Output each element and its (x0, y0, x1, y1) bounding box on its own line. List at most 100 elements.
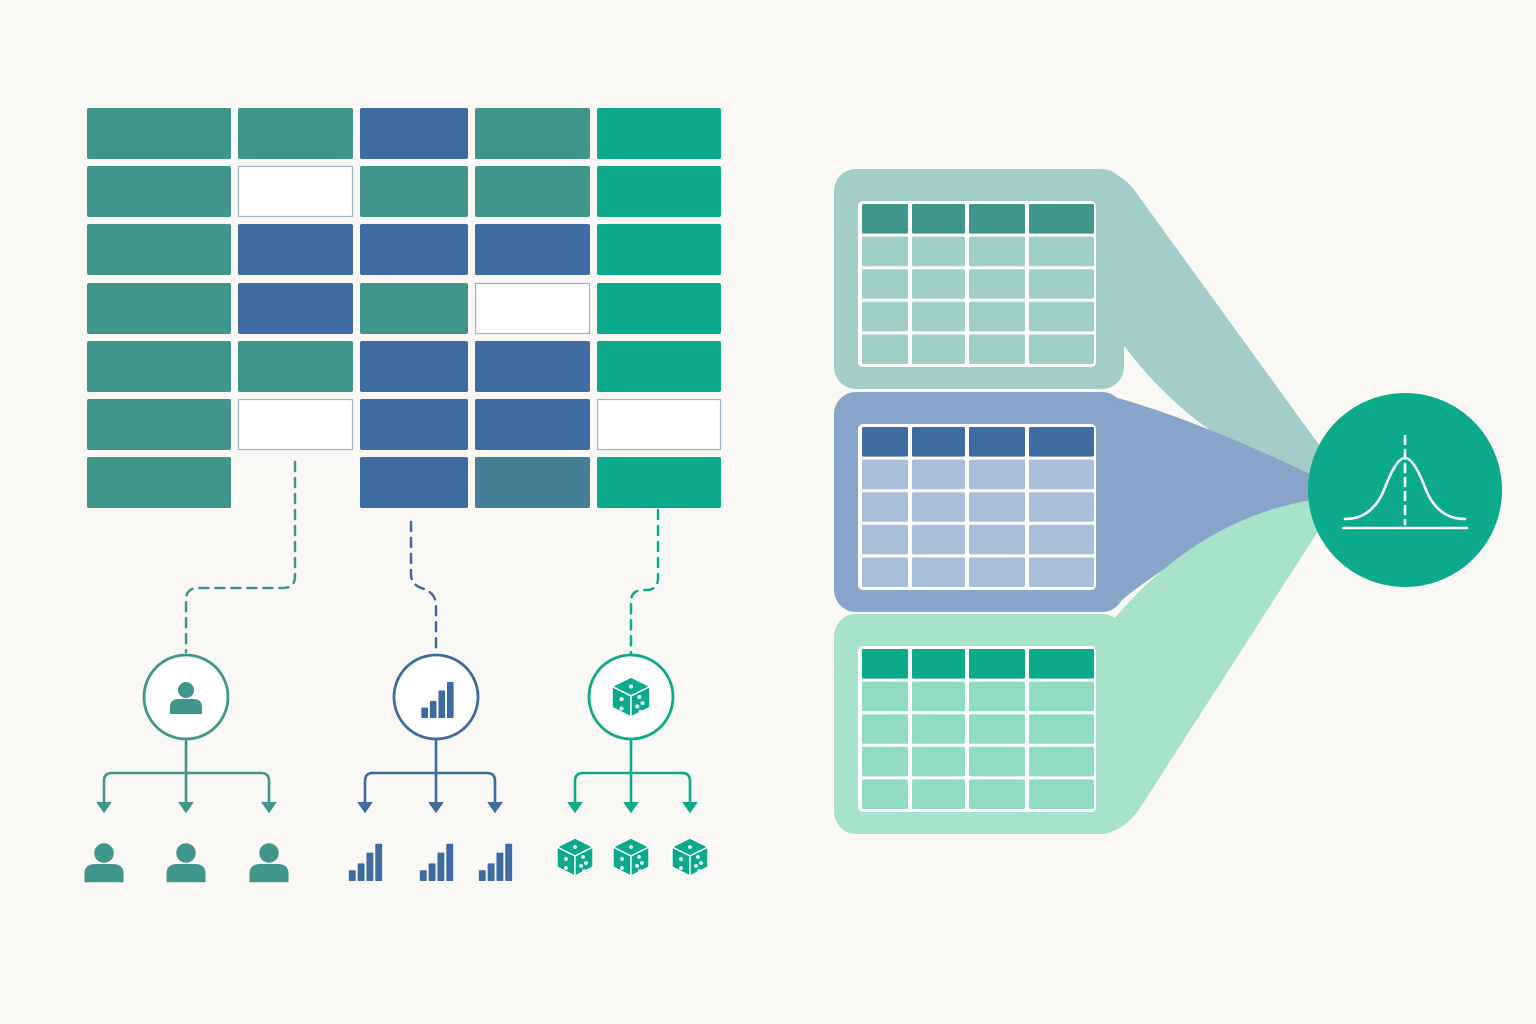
imputed-dataset-teal (834, 169, 1124, 389)
dice-pip (694, 864, 698, 868)
table-cell (969, 492, 1025, 522)
connector-dice (629, 460, 660, 656)
dashed-connectors (184, 460, 660, 656)
dice-pip (619, 697, 624, 702)
dice-pip (564, 866, 568, 870)
table-header-cell (912, 427, 965, 457)
table-cell (1029, 681, 1094, 712)
data-cell (238, 283, 353, 334)
person-body (166, 864, 206, 883)
person-head (94, 843, 114, 863)
connector-person (184, 460, 297, 654)
method-person (84, 653, 289, 883)
table-cell (969, 301, 1025, 332)
person-head (178, 682, 194, 698)
imputed-datasets (834, 169, 1124, 834)
table-cell (1029, 269, 1094, 299)
dice-pip (699, 861, 703, 865)
dice-pip (640, 861, 644, 865)
data-cell (360, 166, 468, 217)
bar-chart-icon (348, 843, 383, 881)
data-cell (360, 457, 468, 508)
table-cell (862, 746, 908, 777)
flow-band-teal (1100, 170, 1330, 478)
table-cell (912, 236, 965, 267)
table-cell (969, 746, 1025, 777)
table-cell (912, 779, 965, 809)
flow-bands (1096, 170, 1330, 834)
data-cell (597, 224, 721, 275)
data-cell (597, 283, 721, 334)
missing-cell (596, 398, 722, 451)
person-head (176, 843, 196, 863)
dice-icon (671, 837, 709, 877)
method-dice (556, 653, 709, 877)
table-cell (1029, 334, 1094, 364)
table-cell (862, 492, 908, 522)
pooled-result (1308, 393, 1502, 587)
arrow-head (567, 801, 583, 814)
bar (437, 852, 445, 881)
arrow-head (357, 801, 373, 814)
person-body (84, 864, 124, 883)
person-head (259, 843, 279, 863)
arrow-head (178, 801, 194, 814)
dice-pip (638, 869, 642, 873)
dice-icon (611, 676, 651, 718)
data-cell (360, 283, 468, 334)
dice-pip (619, 706, 624, 711)
dice-pip (688, 845, 692, 849)
branch-lines (363, 739, 497, 807)
dice-right (630, 685, 651, 718)
data-cell (475, 108, 590, 159)
table-header-cell (1029, 649, 1094, 679)
table-header-cell (912, 204, 965, 234)
table-header-cell (862, 427, 908, 457)
pooled-circle (1308, 393, 1502, 587)
table-cell (1029, 236, 1094, 267)
bar (428, 863, 436, 881)
table-cell (969, 714, 1025, 744)
table-header-cell (969, 204, 1025, 234)
table-cell (1029, 714, 1094, 744)
bar (429, 700, 437, 718)
person-icon (249, 843, 289, 883)
table-header-cell (912, 649, 965, 679)
table-cell (862, 557, 908, 587)
table-header-cell (862, 204, 908, 234)
bar (348, 870, 356, 881)
dice-pip (635, 864, 639, 868)
table-header-cell (969, 427, 1025, 457)
dice-right (574, 846, 594, 877)
dice-pip (629, 845, 633, 849)
flow-band-green (1100, 500, 1324, 834)
arrow-head (487, 801, 503, 814)
data-cell (475, 224, 590, 275)
table-cell (969, 334, 1025, 364)
data-cell (360, 224, 468, 275)
table-cell (1029, 301, 1094, 332)
branch-lines (102, 739, 271, 807)
method-circle (392, 653, 480, 741)
method-bar-chart (348, 653, 513, 881)
dice-icon (612, 837, 650, 877)
branch-bar (573, 771, 692, 807)
dice-pip (584, 861, 588, 865)
data-cell (87, 224, 231, 275)
data-cell (87, 283, 231, 334)
table-cell (912, 269, 965, 299)
table-cell (862, 301, 908, 332)
data-cell (238, 108, 353, 159)
data-cell (475, 341, 590, 392)
table-cell (969, 557, 1025, 587)
person-icon (166, 843, 206, 883)
bar (505, 843, 513, 881)
table-cell (969, 779, 1025, 809)
table-cell (862, 269, 908, 299)
data-cell (238, 341, 353, 392)
person-icon (170, 682, 202, 714)
dice-pip (620, 857, 624, 861)
dice-pip (697, 869, 701, 873)
